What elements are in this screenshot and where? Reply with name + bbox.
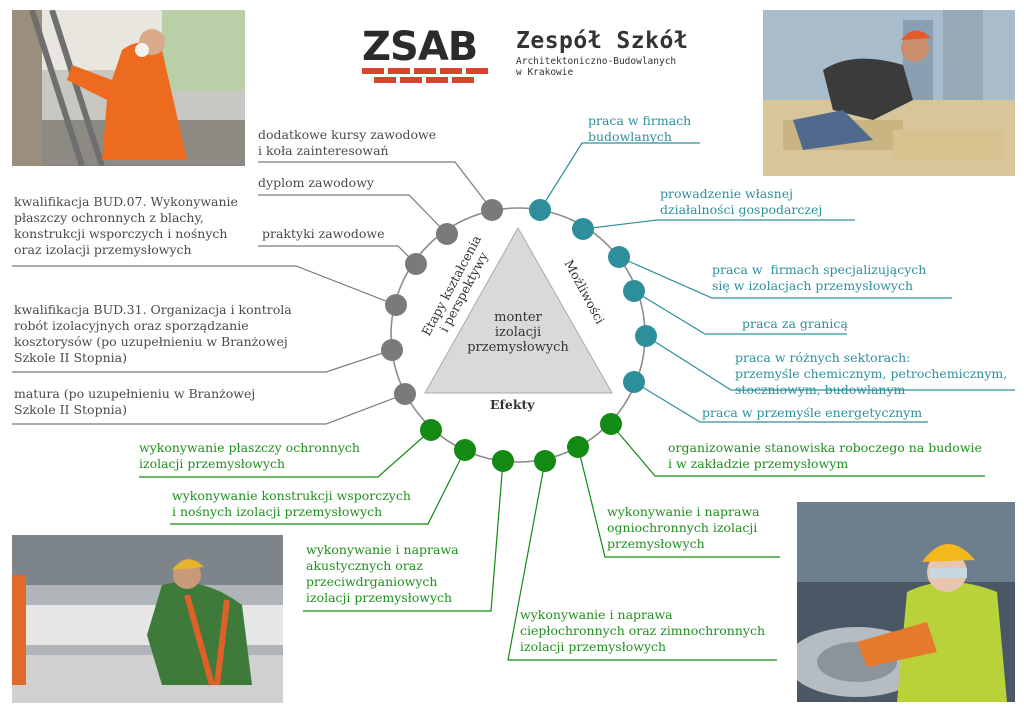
gray-dot-4 xyxy=(385,294,407,316)
teal-dot-4 xyxy=(623,280,645,302)
green-line-4 xyxy=(507,460,777,661)
teal-label-6: praca w przemyśle energetycznym xyxy=(702,405,923,420)
gray-line-6 xyxy=(12,393,406,425)
gray-line-1 xyxy=(258,161,493,211)
teal-line-2 xyxy=(582,219,855,230)
teal-line-4 xyxy=(633,290,847,335)
gray-label-1: dodatkowe kursy zawodowe i koła zaintere… xyxy=(258,127,437,158)
green-line-5 xyxy=(577,446,780,558)
green-dot-2 xyxy=(454,439,476,461)
green-label-3: wykonywanie i naprawa akustycznych oraz … xyxy=(306,542,459,605)
green-dot-1 xyxy=(420,419,442,441)
logo-title: Zespół Szkół xyxy=(516,28,689,54)
green-line-3 xyxy=(303,460,504,612)
teal-label-1: praca w firmach budowlanych xyxy=(588,113,692,144)
green-dot-6 xyxy=(600,413,622,435)
gray-label-3: kwalifikacja BUD.07. Wykonywanie płaszcz… xyxy=(14,194,238,257)
green-line-6 xyxy=(610,423,985,477)
gray-dot-5 xyxy=(381,339,403,361)
green-line-1 xyxy=(139,429,432,478)
gray-dot-1 xyxy=(481,199,503,221)
teal-dot-2 xyxy=(572,218,594,240)
teal-dot-3 xyxy=(608,246,630,268)
teal-dot-1 xyxy=(529,199,551,221)
teal-dot-6 xyxy=(623,371,645,393)
teal-line-3 xyxy=(618,256,952,299)
photo-worker-installing-insulation xyxy=(763,10,1015,176)
gray-dot-2 xyxy=(436,223,458,245)
teal-label-5: praca w różnych sektorach: przemyśle che… xyxy=(735,350,1008,397)
green-label-2: wykonywanie konstrukcji wsporczych i noś… xyxy=(172,488,411,519)
green-label-1: wykonywanie płaszczy ochronnych izolacji… xyxy=(139,440,360,471)
teal-line-6 xyxy=(633,381,928,423)
logo-mark: ZSAB xyxy=(362,24,488,83)
teal-line-1 xyxy=(539,142,700,211)
arc-label-bottom: Efekty xyxy=(490,397,535,412)
photo-worker-pipes xyxy=(797,502,1015,702)
green-dot-3 xyxy=(492,450,514,472)
green-dot-4 xyxy=(534,450,556,472)
gray-line-4 xyxy=(12,265,397,306)
green-label-5: wykonywanie i naprawa ogniochronnych izo… xyxy=(607,504,760,551)
green-line-2 xyxy=(170,449,466,525)
gray-label-5: kwalifikacja BUD.31. Organizacja i kontr… xyxy=(14,302,292,365)
teal-dot-5 xyxy=(635,325,657,347)
center-label: monter izolacji przemysłowych xyxy=(467,310,569,355)
gray-label-2: dyplom zawodowy xyxy=(258,175,374,190)
gray-line-3 xyxy=(258,245,417,265)
gray-line-5 xyxy=(12,349,393,373)
teal-label-2: prowadzenie własnej działalności gospoda… xyxy=(660,186,823,217)
green-label-6: organizowanie stanowiska roboczego na bu… xyxy=(668,440,982,471)
photo-worker-orange-coverall xyxy=(12,10,245,166)
logo-mark-text: ZSAB xyxy=(362,24,477,70)
gray-dot-3 xyxy=(405,253,427,275)
gray-dot-6 xyxy=(394,383,416,405)
center-triangle xyxy=(424,226,613,394)
photo-worker-safety-harness xyxy=(12,535,283,703)
teal-line-5 xyxy=(645,335,1015,391)
gray-line-2 xyxy=(258,194,448,235)
green-label-4: wykonywanie i naprawa ciepłochronnych or… xyxy=(520,607,766,654)
gray-label-4: praktyki zawodowe xyxy=(262,226,385,241)
logo-subtitle: Architektoniczno-Budowlanych w Krakowie xyxy=(516,56,677,78)
green-dot-5 xyxy=(567,436,589,458)
teal-label-3: praca w firmach specjalizujących się w i… xyxy=(712,262,927,293)
teal-label-4: praca za granicą xyxy=(742,316,848,331)
gray-label-6: matura (po uzupełnieniu w Branżowej Szko… xyxy=(14,386,256,417)
